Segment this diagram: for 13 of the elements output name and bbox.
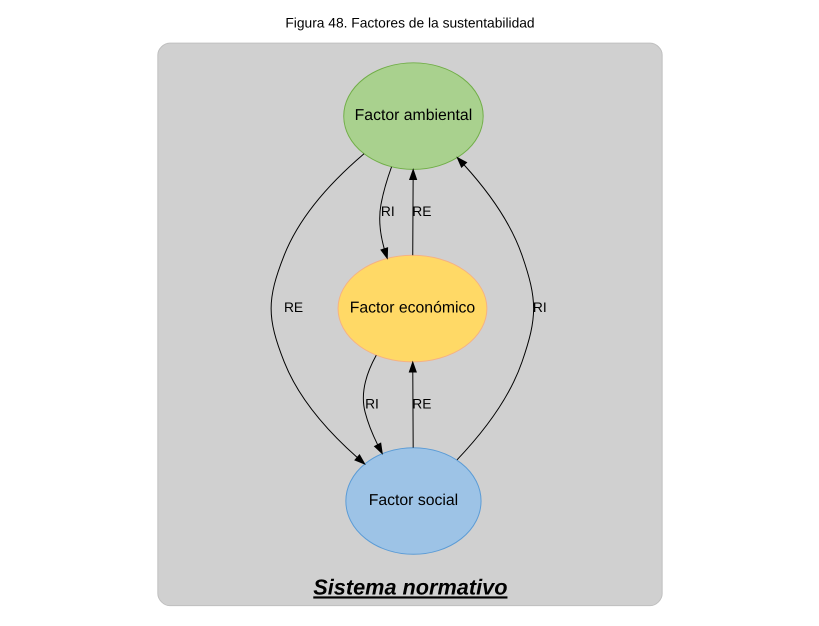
- arrow: [378, 166, 392, 260]
- arrow: [456, 156, 534, 460]
- edge-label: RE: [283, 299, 303, 316]
- arrow: [362, 354, 382, 455]
- arrow: [270, 153, 366, 465]
- node-ellipse: Factor social: [344, 447, 482, 555]
- edge-label: RI: [380, 202, 394, 219]
- edge-label: RI: [532, 299, 546, 316]
- node-ellipse: Factor económico: [337, 254, 487, 362]
- arrow: [408, 168, 417, 256]
- edge-label: RI: [364, 395, 378, 412]
- diagram-title: Figura 48. Factores de la sustentabilidad: [284, 14, 534, 30]
- arrow: [408, 360, 416, 448]
